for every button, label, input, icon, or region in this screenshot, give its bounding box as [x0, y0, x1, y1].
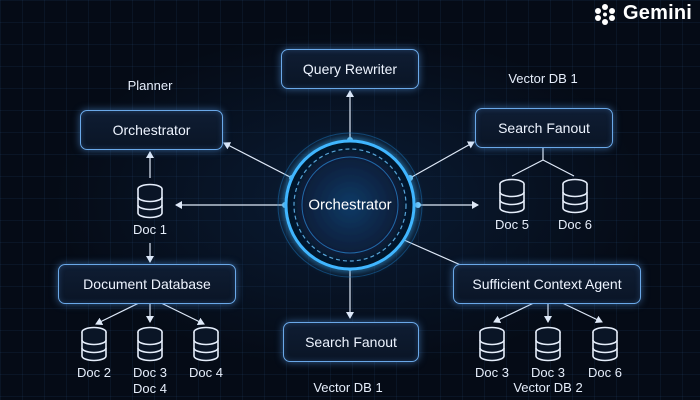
doc-label: Doc 2 — [77, 365, 111, 380]
doc-label: Doc 6 — [588, 365, 622, 380]
doc-4: Doc 4 — [184, 326, 228, 380]
search-fanout-right-node: Search Fanout — [475, 108, 613, 148]
port-dot — [415, 202, 421, 208]
doc-6-top: Doc 6 — [553, 178, 597, 232]
vector-db-1-top-label: Vector DB 1 — [508, 71, 578, 86]
gemini-sparkle-icon — [595, 3, 615, 25]
doc-label: Doc 3 — [531, 365, 565, 380]
doc-3-left: Doc 3 — [128, 326, 172, 380]
hub-ring — [277, 132, 423, 278]
doc-1: Doc 1 — [128, 183, 172, 237]
hub-orchestrator-label: Orchestrator — [308, 196, 392, 214]
planner-label: Planner — [127, 78, 173, 93]
database-icon — [479, 326, 505, 362]
edge-database-doc2 — [95, 299, 146, 325]
edge-fanout-doc5 — [511, 159, 544, 177]
database-icon — [81, 326, 107, 362]
doc4-extra-label: Doc 4 — [133, 381, 167, 396]
database-icon — [562, 178, 588, 214]
edge-fanout-doc6 — [542, 159, 575, 177]
database-icon — [535, 326, 561, 362]
doc-5: Doc 5 — [490, 178, 534, 232]
query-rewriter-node: Query Rewriter — [281, 49, 419, 89]
doc-6-bottom: Doc 6 — [583, 326, 627, 380]
edge-database-doc4 — [154, 299, 205, 325]
database-icon — [499, 178, 525, 214]
document-database-node: Document Database — [58, 264, 236, 304]
database-icon — [592, 326, 618, 362]
vector-db-1-bottom-label: Vector DB 1 — [313, 380, 383, 395]
gemini-logo-text: Gemini — [623, 2, 692, 24]
database-icon — [137, 326, 163, 362]
doc-label: Doc 5 — [495, 217, 529, 232]
database-icon — [193, 326, 219, 362]
doc-label: Doc 3 — [475, 365, 509, 380]
vector-db-2-label: Vector DB 2 — [513, 380, 583, 395]
edge-hub-search-fanout-right — [409, 141, 475, 179]
edge-hub-orchestrator — [223, 142, 293, 179]
doc-2: Doc 2 — [72, 326, 116, 380]
doc-3-a: Doc 3 — [470, 326, 514, 380]
doc-label: Doc 6 — [558, 217, 592, 232]
doc-label: Doc 3 — [133, 365, 167, 380]
gemini-logo: Gemini — [592, 2, 692, 25]
sufficient-context-agent-node: Sufficient Context Agent — [453, 264, 641, 304]
doc-label: Doc 4 — [189, 365, 223, 380]
search-fanout-bottom-node: Search Fanout — [283, 322, 419, 362]
database-icon — [137, 183, 163, 219]
doc-3-b: Doc 3 — [526, 326, 570, 380]
doc-label: Doc 1 — [133, 222, 167, 237]
orchestrator-node: Orchestrator — [80, 110, 223, 150]
